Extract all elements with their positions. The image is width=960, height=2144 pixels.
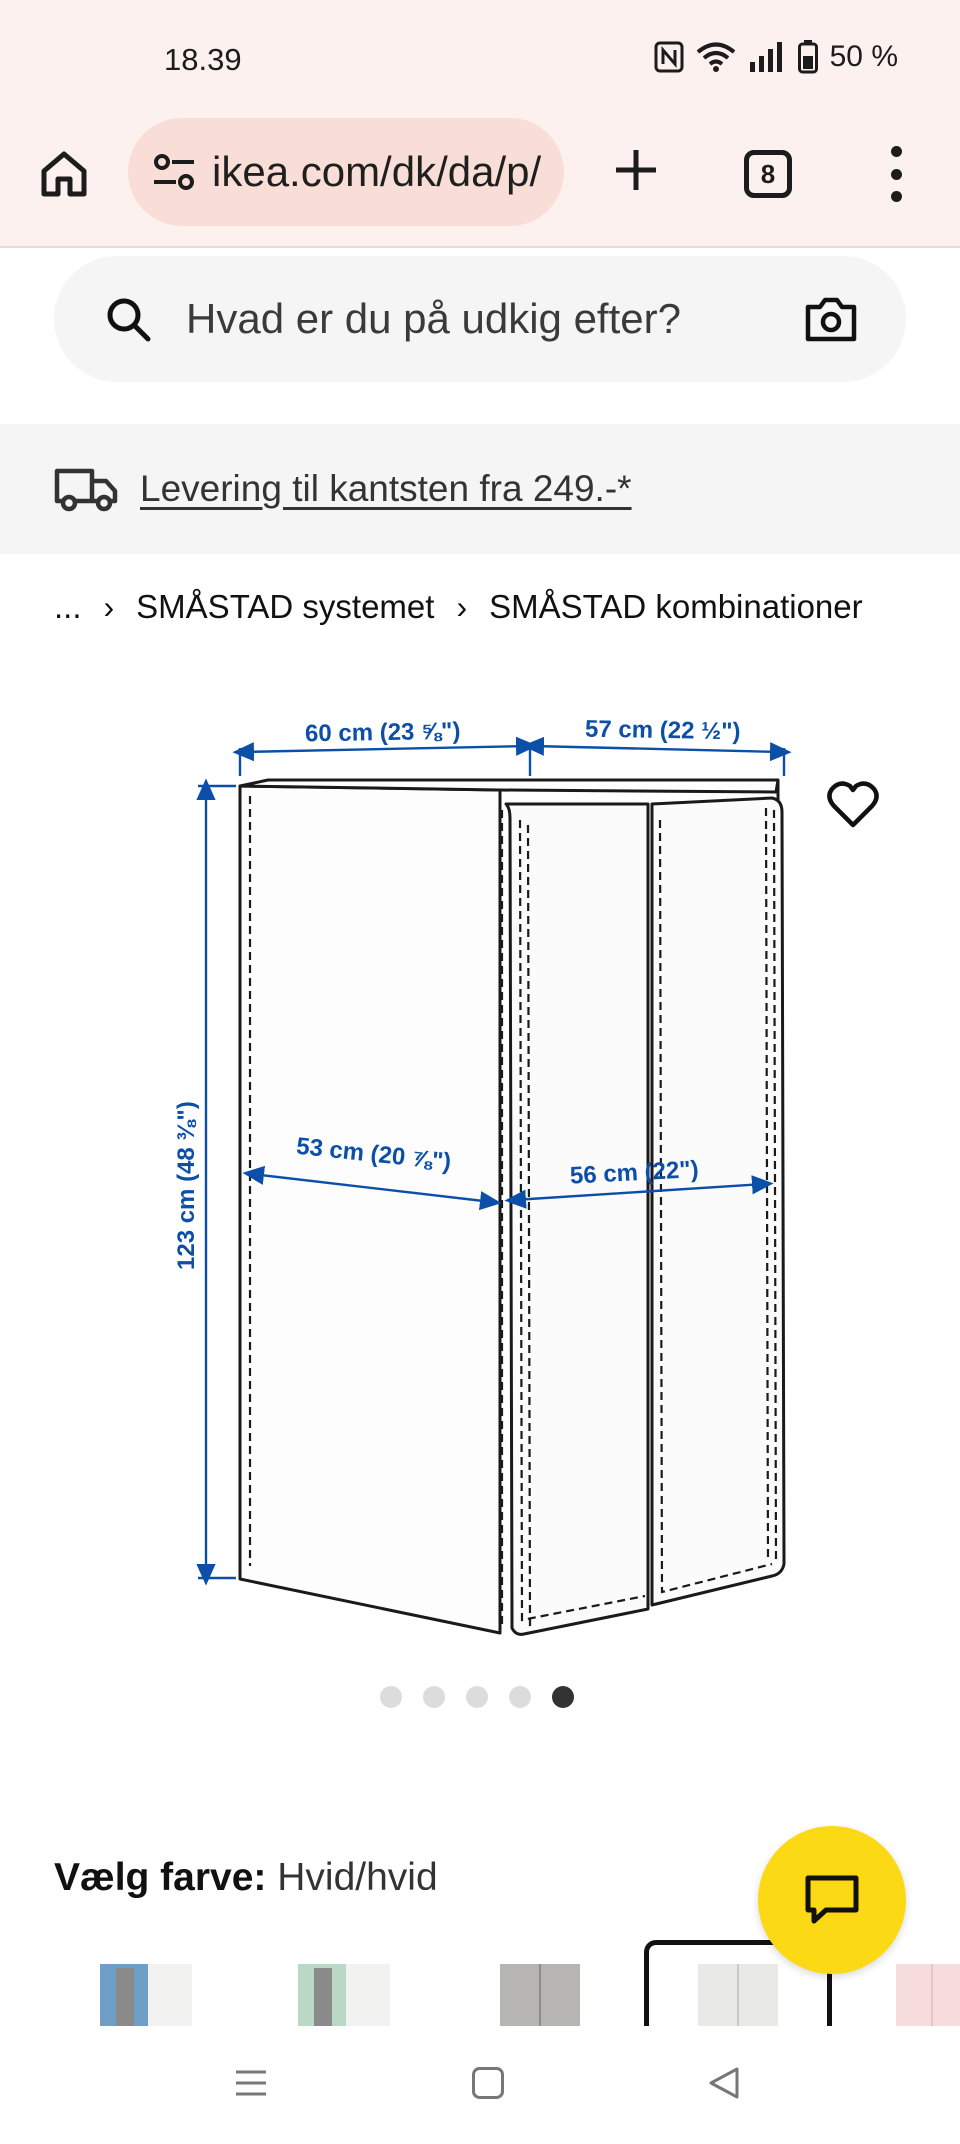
swatch-grey[interactable]: [500, 1964, 580, 2026]
status-icons: 50 %: [654, 40, 898, 74]
dimension-height-label: 123 cm (48 ⅜"): [173, 1101, 200, 1270]
status-time: 18.39: [164, 42, 242, 77]
carousel-dot[interactable]: [466, 1686, 488, 1708]
dimension-width-label: 60 cm (23 ⅝"): [305, 718, 461, 748]
swatch-green[interactable]: [298, 1964, 390, 2026]
favorite-heart-icon[interactable]: [826, 780, 880, 830]
new-tab-button[interactable]: [606, 140, 666, 200]
more-menu-icon[interactable]: [876, 146, 916, 202]
dimension-inner-right-label: 56 cm (22"): [569, 1156, 699, 1190]
delivery-link[interactable]: Levering til kantsten fra 249.-*: [140, 468, 632, 509]
swatch-blue[interactable]: [100, 1964, 192, 2026]
colour-swatches: [0, 1936, 960, 2026]
address-bar[interactable]: ikea.com/dk/da/p/: [128, 118, 564, 226]
colour-label: Vælg farve:: [54, 1856, 267, 1899]
system-nav-bar: [0, 2026, 960, 2144]
home-square-icon[interactable]: [471, 2066, 505, 2100]
carousel-indicator: [0, 1686, 960, 1708]
delivery-banner: Levering til kantsten fra 249.-*: [0, 424, 960, 554]
carousel-dot-active[interactable]: [552, 1686, 574, 1708]
nfc-icon: [654, 41, 684, 73]
tab-switcher-icon[interactable]: 8: [744, 150, 792, 198]
product-dimension-drawing: 60 cm (23 ⅝") 57 cm (22 ½") 123 cm (48 ⅜…: [173, 716, 792, 1636]
breadcrumb-combinations[interactable]: SMÅSTAD kombinationer: [489, 588, 863, 625]
breadcrumb-ellipsis[interactable]: ...: [54, 588, 82, 625]
search-placeholder: Hvad er du på udkig efter?: [186, 295, 681, 342]
wifi-icon: [696, 42, 735, 72]
chat-button[interactable]: [758, 1826, 906, 1974]
signal-icon: [749, 42, 782, 72]
tab-count: 8: [760, 158, 776, 189]
swatch-white[interactable]: [698, 1964, 778, 2026]
back-icon[interactable]: [707, 2066, 741, 2100]
carousel-dot[interactable]: [380, 1686, 402, 1708]
camera-icon[interactable]: [804, 295, 858, 343]
battery-percent: 50 %: [829, 40, 898, 73]
carousel-dot[interactable]: [509, 1686, 531, 1708]
selected-swatch-outline: [644, 1940, 832, 2026]
home-button[interactable]: [34, 144, 94, 204]
swatch-pink[interactable]: [896, 1964, 960, 2026]
search-icon: [107, 298, 151, 342]
breadcrumb-system[interactable]: SMÅSTAD systemet: [136, 588, 435, 625]
dimension-depth-label: 57 cm (22 ½"): [585, 716, 741, 746]
chevron-right-icon: ›: [456, 588, 468, 625]
search-input[interactable]: Hvad er du på udkig efter?: [54, 256, 906, 382]
chevron-right-icon: ›: [103, 588, 115, 625]
url-text: ikea.com/dk/da/p/: [212, 148, 542, 195]
recents-icon[interactable]: [234, 2066, 268, 2100]
carousel-dot[interactable]: [423, 1686, 445, 1708]
home-icon: [41, 151, 87, 197]
colour-value: Hvid/hvid: [277, 1856, 438, 1899]
chat-icon: [805, 1875, 859, 1924]
new-tab-icon: [616, 150, 656, 190]
breadcrumb: ... › SMÅSTAD systemet › SMÅSTAD kombina…: [54, 588, 863, 626]
browser-chrome: 18.39 50 % ikea.com/dk/da/p/ 8: [0, 0, 960, 248]
battery-icon: [797, 40, 818, 74]
site-settings-icon[interactable]: [150, 148, 198, 196]
truck-icon: [54, 468, 118, 512]
colour-selector-heading: Vælg farve: Hvid/hvid: [54, 1856, 438, 1900]
product-image-carousel[interactable]: 60 cm (23 ⅝") 57 cm (22 ½") 123 cm (48 ⅜…: [0, 680, 960, 1708]
